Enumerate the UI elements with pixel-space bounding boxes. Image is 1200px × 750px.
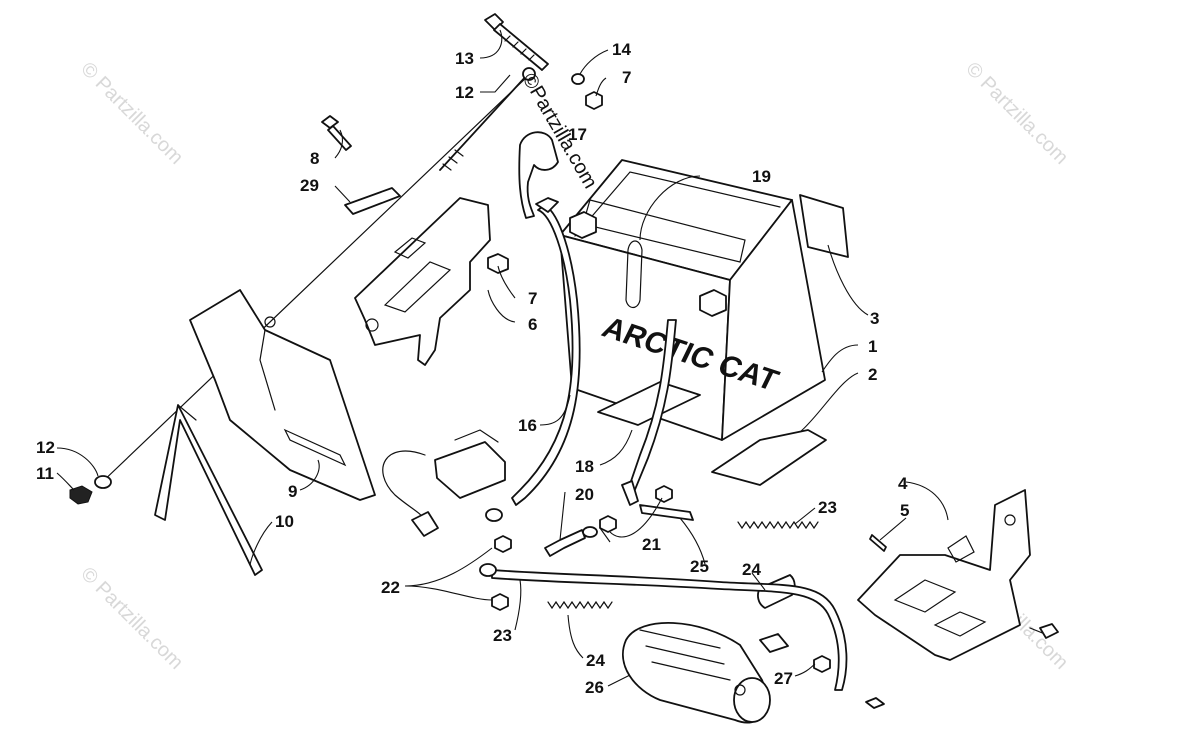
callout-1: 1 bbox=[868, 337, 877, 356]
solenoid-relay bbox=[382, 429, 506, 537]
part-22-bolt bbox=[494, 535, 512, 553]
callout-22: 22 bbox=[381, 578, 400, 597]
callout-15: 14 bbox=[612, 40, 631, 59]
part-2-pad bbox=[597, 381, 701, 426]
callout-10: 10 bbox=[275, 512, 294, 531]
callout-13: 12 bbox=[455, 83, 474, 102]
part-29-plate bbox=[344, 187, 401, 215]
callout-labels: 13 12 14 7 8 29 7 6 19 3 1 2 16 18 20 21… bbox=[36, 40, 909, 697]
part-14-bolt bbox=[484, 13, 549, 71]
callout-26: 25 bbox=[690, 557, 709, 576]
part-28-nut bbox=[813, 655, 831, 673]
callout-18: 18 bbox=[575, 457, 594, 476]
callout-7: 7 bbox=[622, 68, 631, 87]
part-17-terminal-boot bbox=[518, 131, 559, 219]
part-11-wing-nut bbox=[69, 485, 93, 505]
part-21-washer bbox=[582, 526, 598, 538]
watermark: © Partzilla.com bbox=[961, 58, 1072, 169]
part-8-bolt bbox=[321, 115, 352, 151]
watermark: © Partzilla.com bbox=[76, 563, 187, 674]
part-13-rod bbox=[97, 73, 529, 487]
part-21-nut bbox=[599, 515, 617, 533]
callout-14: 13 bbox=[455, 49, 474, 68]
callout-8: 8 bbox=[310, 149, 319, 168]
callout-4: 4 bbox=[898, 474, 908, 493]
part-10-stand bbox=[154, 404, 263, 576]
callout-20: 20 bbox=[575, 485, 594, 504]
part-27-starter-motor bbox=[622, 622, 789, 724]
callout-9: 9 bbox=[288, 482, 297, 501]
callout-19: 19 bbox=[752, 167, 771, 186]
part-2-pad bbox=[711, 429, 827, 486]
callout-25: 24 bbox=[742, 560, 761, 579]
part-21-nut bbox=[655, 485, 673, 503]
leader-lines bbox=[56, 29, 949, 687]
part-4-bracket bbox=[857, 489, 1059, 661]
callout-7: 7 bbox=[528, 289, 537, 308]
part-22-bolt bbox=[491, 593, 509, 611]
callout-24: 24 bbox=[586, 651, 605, 670]
callout-21: 21 bbox=[642, 535, 661, 554]
callout-28: 27 bbox=[774, 669, 793, 688]
part-24-spring bbox=[737, 520, 819, 530]
watermark: © Partzilla.com bbox=[76, 58, 187, 169]
callout-24: 23 bbox=[818, 498, 837, 517]
part-23-cable bbox=[479, 563, 848, 691]
part-19-vent-tube bbox=[625, 240, 643, 309]
callout-12: 12 bbox=[36, 438, 55, 457]
ring-terminal bbox=[522, 67, 536, 81]
callout-17: 17 bbox=[568, 125, 587, 144]
part-12-washer bbox=[94, 475, 112, 489]
part-16-cable bbox=[485, 197, 581, 522]
callout-11: 11 bbox=[36, 464, 54, 483]
part-20-bolt bbox=[544, 529, 586, 557]
part-5-screw bbox=[869, 534, 887, 552]
bolt-small bbox=[865, 697, 885, 709]
callout-27: 26 bbox=[585, 678, 604, 697]
part-24-spring bbox=[547, 600, 613, 610]
callout-6: 6 bbox=[528, 315, 537, 334]
part-15-spacer bbox=[571, 73, 585, 85]
part-3-pad bbox=[799, 194, 849, 258]
callout-5: 5 bbox=[900, 501, 909, 520]
part-6-bracket bbox=[354, 197, 509, 366]
callout-29: 29 bbox=[300, 176, 319, 195]
part-18-cable bbox=[621, 319, 677, 506]
part-26-terminal-lead bbox=[639, 504, 694, 521]
callout-23: 23 bbox=[493, 626, 512, 645]
callout-3: 3 bbox=[870, 309, 879, 328]
callout-16: 16 bbox=[518, 416, 537, 435]
part-7-nut-top bbox=[585, 91, 603, 110]
part-1-battery: ARCTIC CAT bbox=[559, 159, 826, 441]
part-9-shield bbox=[189, 289, 376, 501]
callout-2: 2 bbox=[868, 365, 877, 384]
